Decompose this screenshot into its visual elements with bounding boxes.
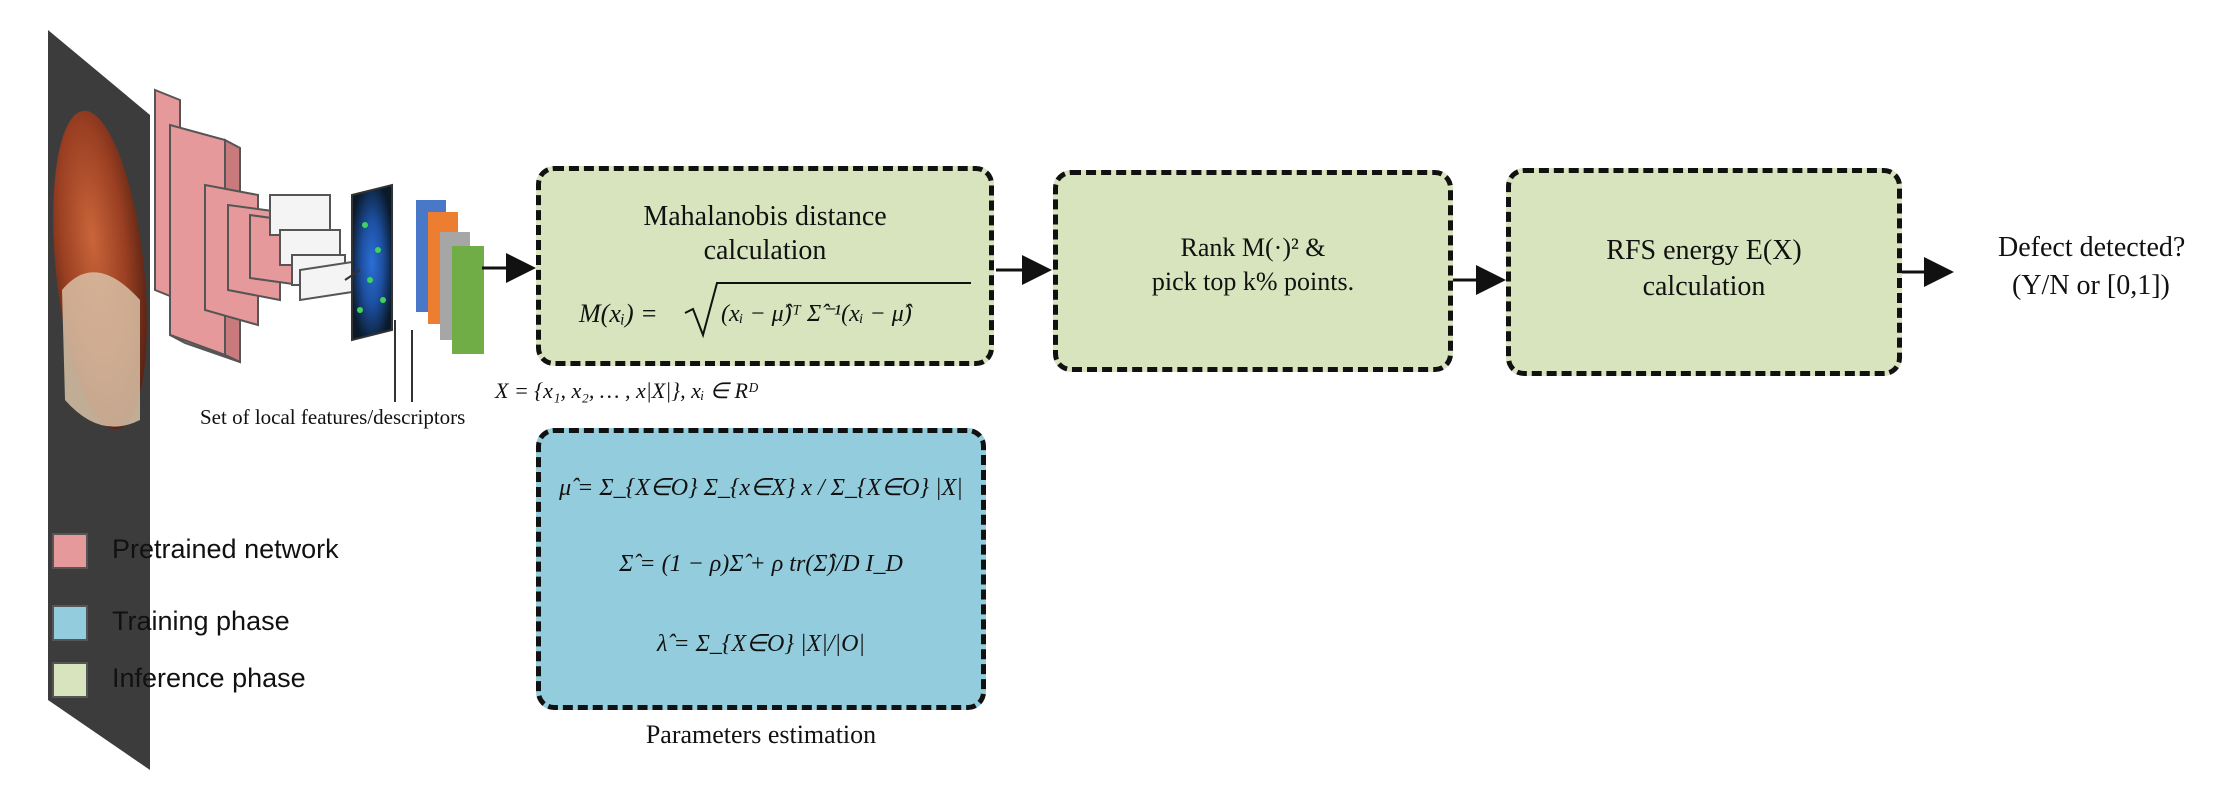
sqrt-sign [684, 282, 971, 339]
params-eq1: μ̂ = Σ_{X∈O} Σ_{x∈X} x / Σ_{X∈O} |X| [559, 475, 963, 501]
descriptor-stack [416, 200, 484, 354]
mahalanobis-line2: calculation [703, 235, 827, 266]
legend-swatch-inference [52, 662, 88, 698]
rfs-line1: RFS energy E(X) [1606, 235, 1802, 266]
rank-box: Rank M(·)² & pick top k% points. [1053, 170, 1453, 372]
params-eq2: Σ̂ = (1 − ρ)Σ̂ + ρ tr(Σ̂)/D I_D [619, 551, 903, 577]
legend-label-inference: Inference phase [112, 663, 306, 693]
feature-set-formula: X = {x₁, x₂, … , x|X|}, xᵢ ∈ Rᴰ [495, 378, 759, 403]
output-line2: (Y/N or [0,1]) [2012, 270, 2170, 301]
feature-map [344, 183, 393, 342]
legend-label-training: Training phase [112, 606, 290, 636]
input-image [48, 30, 150, 770]
params-eq3: λ̂ = Σ_{X∈O} |X|/|O| [657, 631, 865, 657]
mahalanobis-box: Mahalanobis distance calculation M(xᵢ) =… [536, 166, 994, 366]
output-line1: Defect detected? [1998, 232, 2186, 263]
rank-line2: pick top k% points. [1151, 267, 1355, 296]
mahalanobis-line1: Mahalanobis distance [643, 201, 887, 232]
legend-swatch-training [52, 605, 88, 641]
rfs-box: RFS energy E(X) calculation [1506, 168, 1902, 376]
mahalanobis-formula-lhs: M(xᵢ) = [579, 299, 658, 328]
legend-swatch-pretrained [52, 533, 88, 569]
mahalanobis-formula-rhs: (xᵢ − μ̂)ᵀ Σ̂⁻¹(xᵢ − μ̂) [721, 301, 912, 327]
params-caption: Parameters estimation [645, 720, 877, 749]
rank-line1: Rank M(·)² & [1180, 233, 1326, 262]
network-caption: Set of local features/descriptors [200, 405, 466, 429]
params-box: μ̂ = Σ_{X∈O} Σ_{x∈X} x / Σ_{X∈O} |X| Σ̂ … [536, 428, 986, 710]
rfs-line2: calculation [1642, 271, 1766, 302]
pretrained-network [154, 88, 353, 364]
legend-label-pretrained: Pretrained network [112, 534, 339, 564]
